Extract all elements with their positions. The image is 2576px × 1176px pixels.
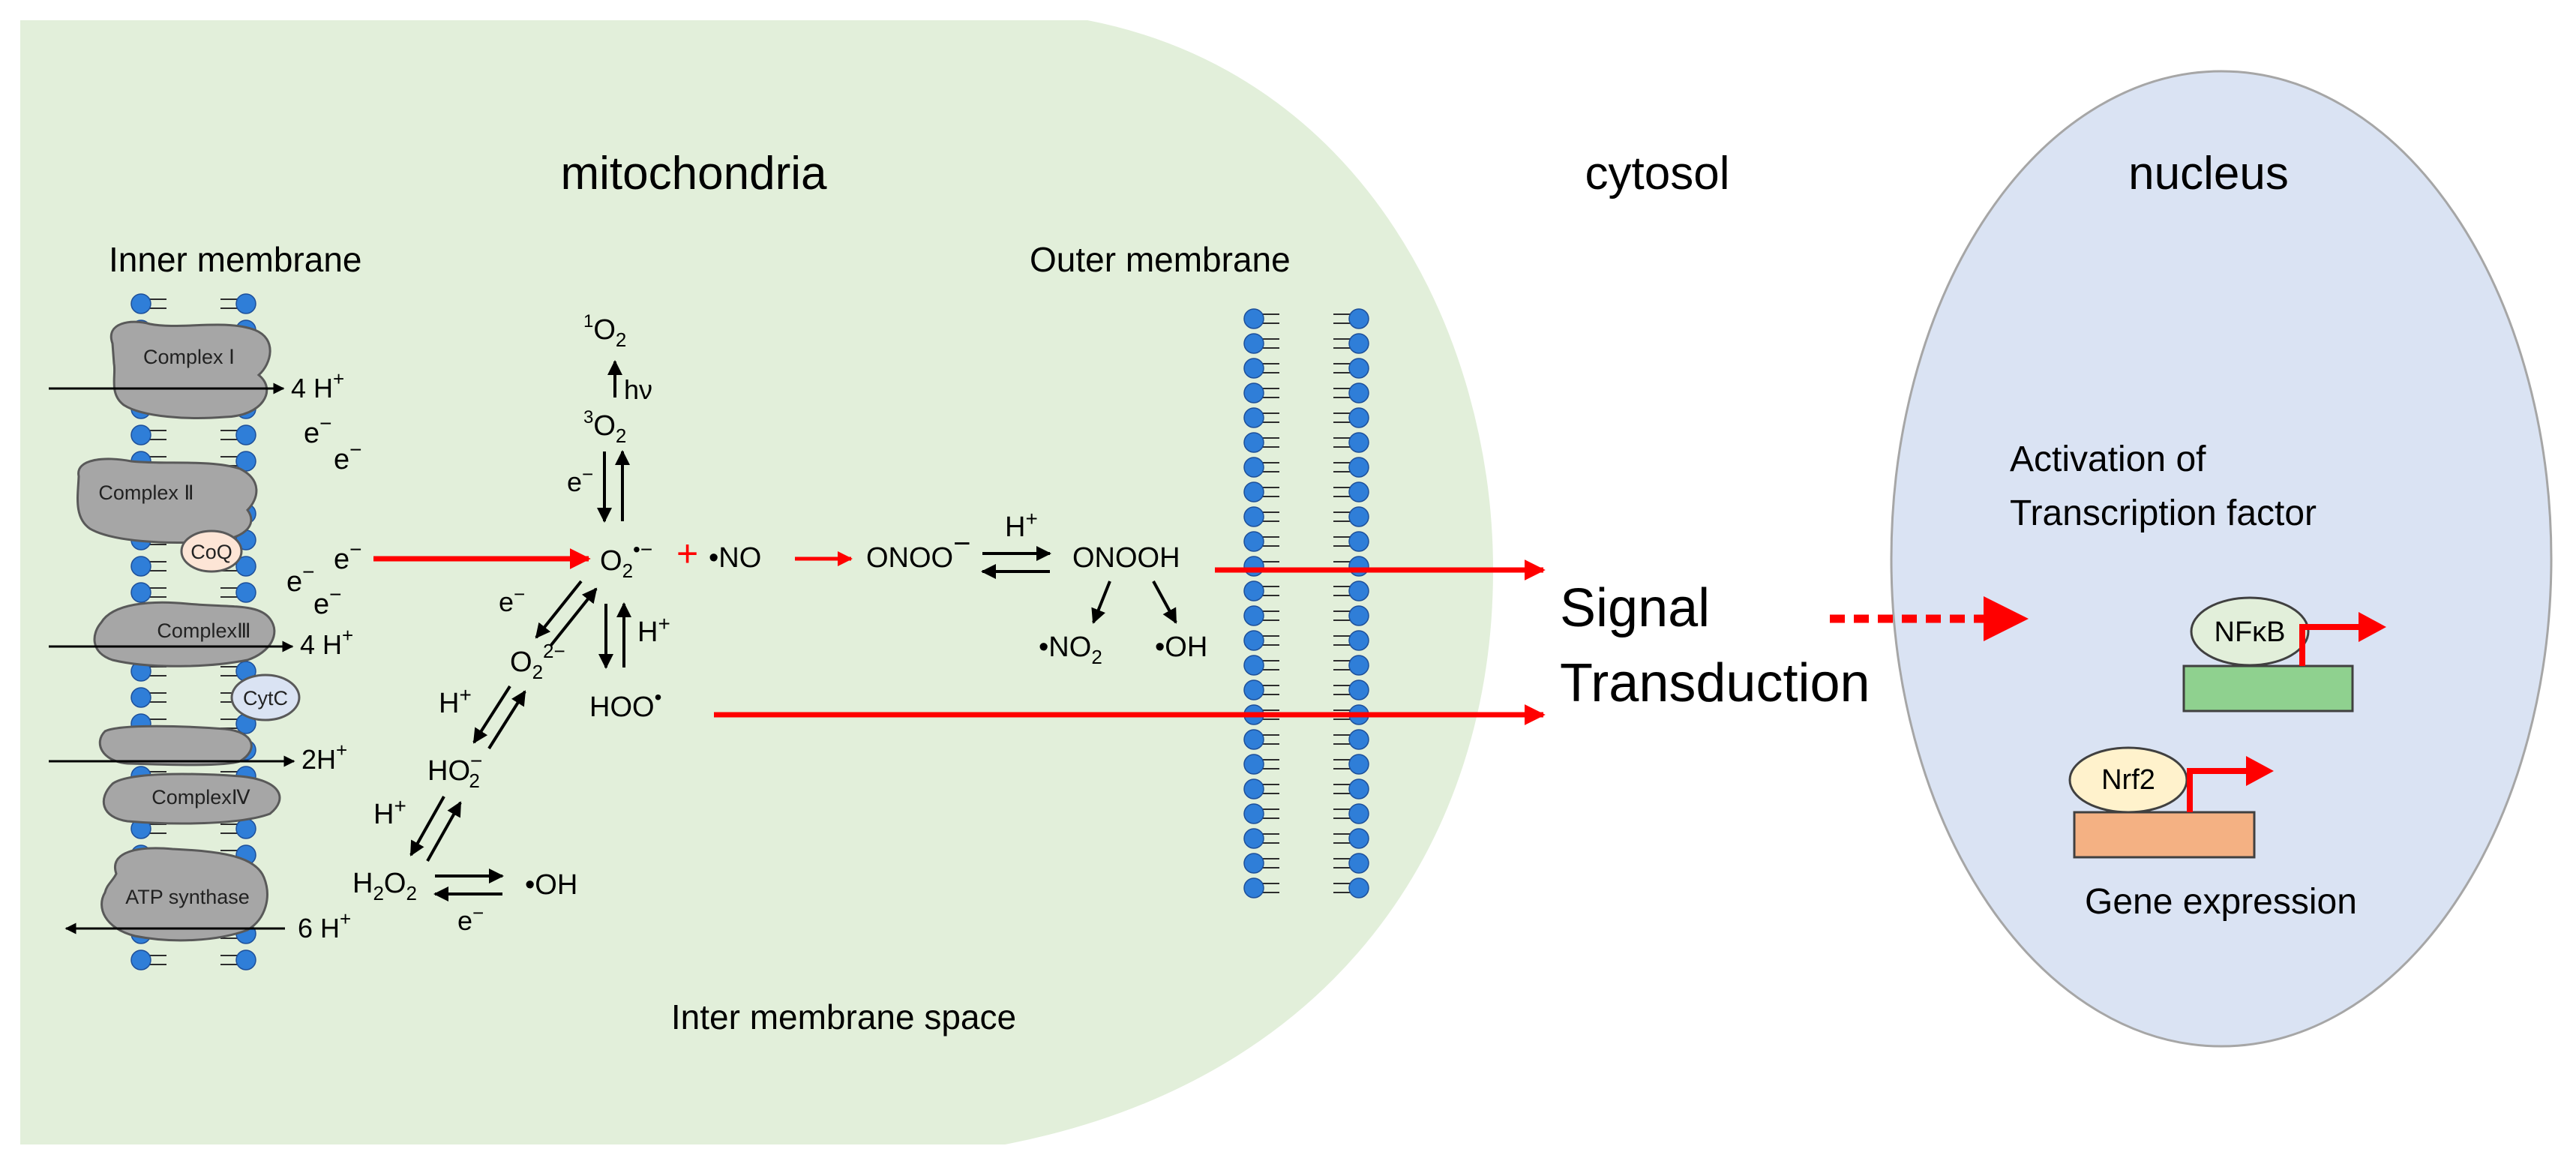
triplet-oxygen: 3O2 — [583, 407, 626, 447]
proton-count-5: 6 H+ — [298, 908, 351, 944]
peroxide-arrow-down — [535, 580, 583, 639]
proton-count-4: 2H+ — [301, 739, 347, 775]
cytochrome-c: CytC — [230, 674, 301, 722]
complex-1-label: Complex Ⅰ — [143, 346, 235, 368]
hv-label: hν — [624, 374, 652, 405]
atp-synthase: ATP synthase — [100, 847, 268, 942]
hydroxyl-radical-1: •OH — [1155, 632, 1207, 663]
nrf2-gene: Nrf2 — [2068, 746, 2274, 859]
complex-3: ComplexⅢ — [93, 601, 276, 668]
nucleus-title: nucleus — [2128, 148, 2289, 200]
nucleus-region — [1890, 70, 2553, 1048]
complex-4: ComplexⅣ — [98, 724, 281, 825]
hydroperoxyl: HOO• — [589, 686, 661, 723]
signal-label: Signal — [1560, 578, 1710, 638]
transduction-label: Transduction — [1560, 653, 1870, 713]
nitric-oxide: •NO — [709, 542, 761, 574]
no2-arrow — [1091, 580, 1111, 624]
plus-sign: + — [676, 532, 698, 574]
proton-count-3: 4 H+ — [300, 624, 353, 660]
peroxynitrite: ONOO− — [866, 527, 970, 574]
nrf2-label: Nrf2 — [2101, 764, 2155, 796]
outer-membrane-label: Outer membrane — [1030, 240, 1291, 279]
hydroxyl-electron: e− — [457, 902, 484, 936]
nfkb-label: NFκB — [2215, 616, 2286, 648]
inter-membrane-space-label: Inter membrane space — [671, 998, 1016, 1036]
activation-label-1: Activation of — [2010, 440, 2206, 479]
electron-4: e− — [286, 560, 315, 598]
ho2-arrow-down — [472, 685, 511, 744]
superoxide: O2•− — [600, 538, 652, 582]
protonation-proton: H+ — [1005, 507, 1038, 543]
peroxide-arrow-up — [550, 587, 598, 646]
peroxynitrous-acid: ONOOH — [1072, 542, 1180, 574]
hydroxyl-radical-2: •OH — [525, 869, 577, 901]
activation-label-2: Transcription factor — [2010, 494, 2317, 533]
electron-1: e− — [304, 412, 332, 449]
mitochondria-region — [20, 20, 1494, 1144]
complex-1: Complex Ⅰ — [109, 320, 271, 419]
nfkb-promoter-arrow — [2299, 624, 2362, 666]
electron-2: e− — [334, 438, 362, 476]
cytosol-title: cytosol — [1585, 148, 1730, 200]
ho2-arrow-up — [487, 690, 526, 750]
coq-label: CoQ — [190, 541, 232, 563]
proton-count-1: 4 H+ — [291, 368, 344, 404]
cytc-label: CytC — [243, 687, 288, 710]
reduction-electron: e− — [567, 463, 593, 497]
ho2-proton: H+ — [439, 683, 472, 719]
oh-arrow — [1152, 580, 1177, 624]
peroxide-electron: e− — [499, 583, 525, 617]
outer-membrane — [1243, 308, 1369, 898]
electron-5: e− — [313, 583, 342, 620]
hoo-proton: H+ — [637, 612, 670, 648]
mitochondria-title: mitochondria — [561, 148, 827, 200]
coenzyme-q: CoQ — [180, 530, 243, 573]
h2o2-arrow-up — [426, 801, 462, 862]
hydroperoxide-ion: HO−2 — [427, 749, 482, 792]
singlet-oxygen: 1O2 — [583, 311, 626, 351]
hydrogen-peroxide: H2O2 — [352, 868, 417, 904]
atp-synthase-label: ATP synthase — [125, 886, 250, 908]
gene-expression-label: Gene expression — [2085, 882, 2357, 922]
nucleus-signal-arrowhead — [1984, 596, 2029, 641]
inner-membrane-label: Inner membrane — [109, 240, 362, 279]
nrf2-promoter-arrow — [2187, 768, 2250, 812]
complex-2-label: Complex Ⅱ — [98, 482, 193, 504]
nfkb-gene: NFκB — [2182, 596, 2386, 712]
complex-3-label: ComplexⅢ — [157, 620, 250, 642]
complex-2: Complex Ⅱ — [76, 458, 258, 544]
complex-4-label: ComplexⅣ — [151, 786, 250, 808]
electron-3: e− — [334, 538, 362, 575]
peroxide-ion: O22− — [510, 640, 565, 683]
h2o2-proton: H+ — [373, 794, 406, 830]
h2o2-arrow-down — [409, 796, 445, 856]
nitrogen-dioxide: •NO2 — [1039, 632, 1102, 668]
